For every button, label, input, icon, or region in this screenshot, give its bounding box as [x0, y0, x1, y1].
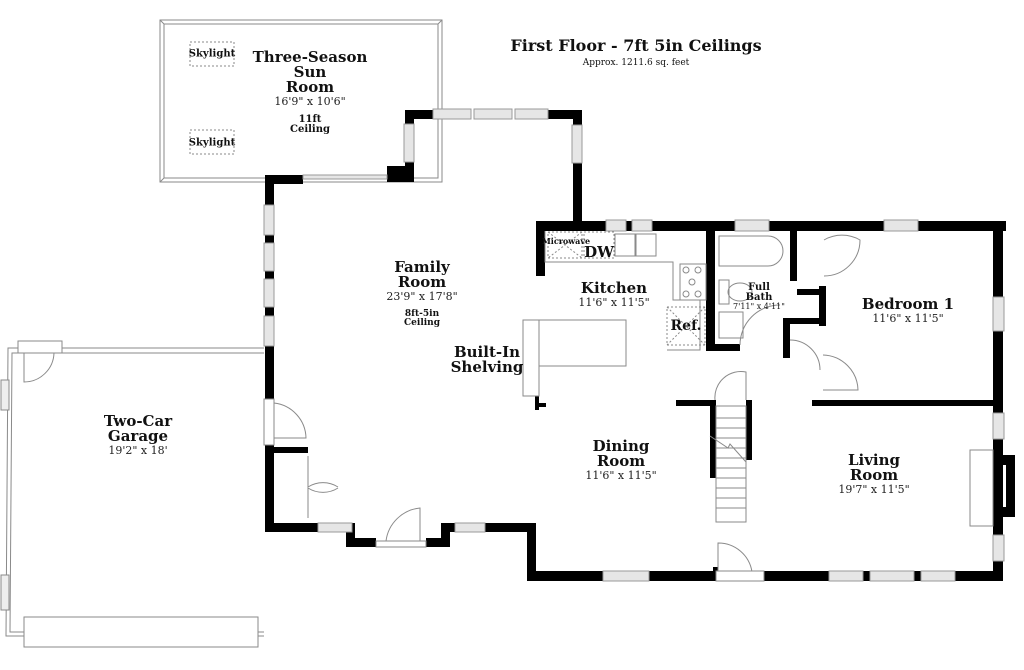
exterior-walls	[265, 110, 1015, 581]
room-label-living-room: Living Room 19'7" x 11'5"	[838, 451, 910, 496]
doors	[263, 234, 861, 582]
skylight-bottom	[189, 129, 235, 155]
dishwasher-label: DW	[584, 243, 614, 261]
skylight-top	[189, 41, 235, 67]
floor-title-main: First Floor - 7ft 5in Ceilings	[510, 36, 762, 55]
skylight-label-bottom: Skylight	[188, 137, 236, 149]
garage-walls	[0, 340, 264, 648]
floor-area: Approx. 1211.6 sq. feet	[582, 58, 690, 68]
microwave-label: Microwave	[541, 236, 591, 246]
floor-title: First Floor - 7ft 5in Ceilings Approx. 1…	[510, 36, 761, 68]
room-label-family-room: Family Room 23'9" x 17'8" 8ft-5in Ceilin…	[386, 258, 458, 328]
room-label-full-bath: Full Bath 7'11" x 4'11"	[733, 282, 785, 311]
fireplace	[969, 449, 994, 527]
bath-fixtures	[718, 235, 784, 339]
room-label-bedroom-1: Bedroom 1 11'6" x 11'5"	[861, 295, 955, 325]
skylight-label-top: Skylight	[188, 48, 236, 60]
windows	[263, 108, 1005, 582]
room-label-kitchen: Kitchen 11'6" x 11'5"	[578, 279, 650, 309]
room-label-sun-room: Three-Season Sun Room 16'9" x 10'6" 11ft…	[252, 48, 368, 135]
refrigerator-label: Ref.	[670, 318, 702, 334]
built-in-shelving-label: Built-In Shelving	[450, 343, 524, 376]
kitchen-fixtures	[522, 231, 707, 397]
room-label-garage: Two-Car Garage 19'2" x 18'	[103, 412, 173, 457]
staircase	[709, 405, 747, 523]
room-label-dining-room: Dining Room 11'6" x 11'5"	[585, 437, 657, 482]
